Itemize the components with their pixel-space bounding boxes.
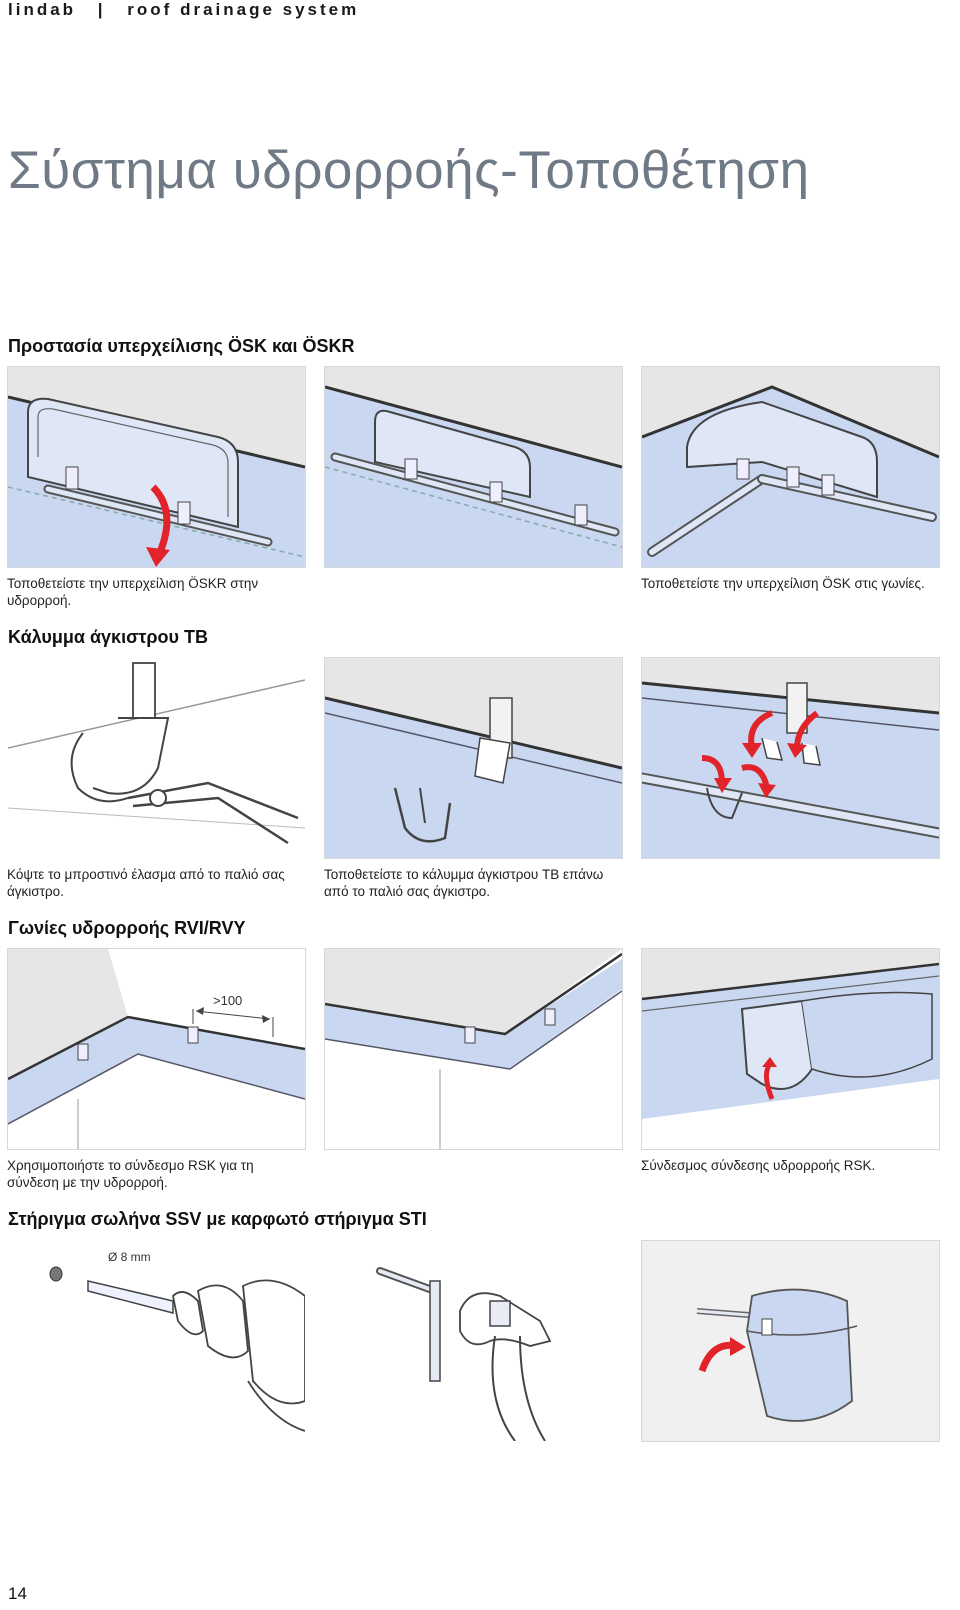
header-separator: | [97,0,106,19]
illustration-oskr-installed [324,366,623,568]
caption-rsk-use: Χρησιμοποιήστε το σύνδεσμο RSK για τη σύ… [7,1158,254,1190]
section-title-pipe-bracket: Στήριγμα σωλήνα SSV με καρφωτό στήριγμα … [8,1209,427,1229]
illustration-ssv-bracket [641,1240,940,1442]
illustration-place-tb [324,657,623,859]
dimension-label: >100 [213,993,242,1008]
illustration-oskr-gutter [7,366,306,568]
header-product: roof drainage system [127,0,360,19]
caption-rsk: Σύνδεσμος σύνδεσης υδρορροής RSK. [641,1158,876,1173]
illustration-cut-hook [7,657,306,859]
brand-name: lindab [8,0,77,19]
illustration-drill: Ø 8 mm [7,1240,306,1442]
illustration-hammer [324,1240,623,1442]
page-title: Σύστημα υδρορροής-Τοποθέτηση [8,141,810,200]
page-header: lindab | roof drainage system [8,0,359,20]
section-title-gutter-corners: Γωνίες υδρορροής RVI/RVY [8,918,246,938]
caption-cut-hook: Κόψτε το μπροστινό έλασμα από το παλιό σ… [7,867,285,899]
section-title-overflow-protection: Προστασία υπερχείλισης ÖSK και ÖSKR [8,336,355,356]
caption-place-tb: Τοποθετείστε το κάλυμμα άγκιστρου TB επά… [324,867,604,899]
illustration-osk-corner [641,366,940,568]
section-title-hook-cover: Κάλυμμα άγκιστρου TB [8,627,209,647]
illustration-outer-corner [324,948,623,1150]
caption-osk: Τοποθετείστε την υπερχείλιση ÖSK στις γω… [641,576,925,591]
drill-size-label: Ø 8 mm [108,1250,151,1264]
caption-oskr: Τοποθετείστε την υπερχείλιση ÖSKR στην υ… [7,576,259,608]
illustration-inner-corner: >100 [7,948,306,1150]
illustration-fit-tb [641,657,940,859]
page-number: 14 [8,1584,27,1603]
illustration-rsk-connector [641,948,940,1150]
